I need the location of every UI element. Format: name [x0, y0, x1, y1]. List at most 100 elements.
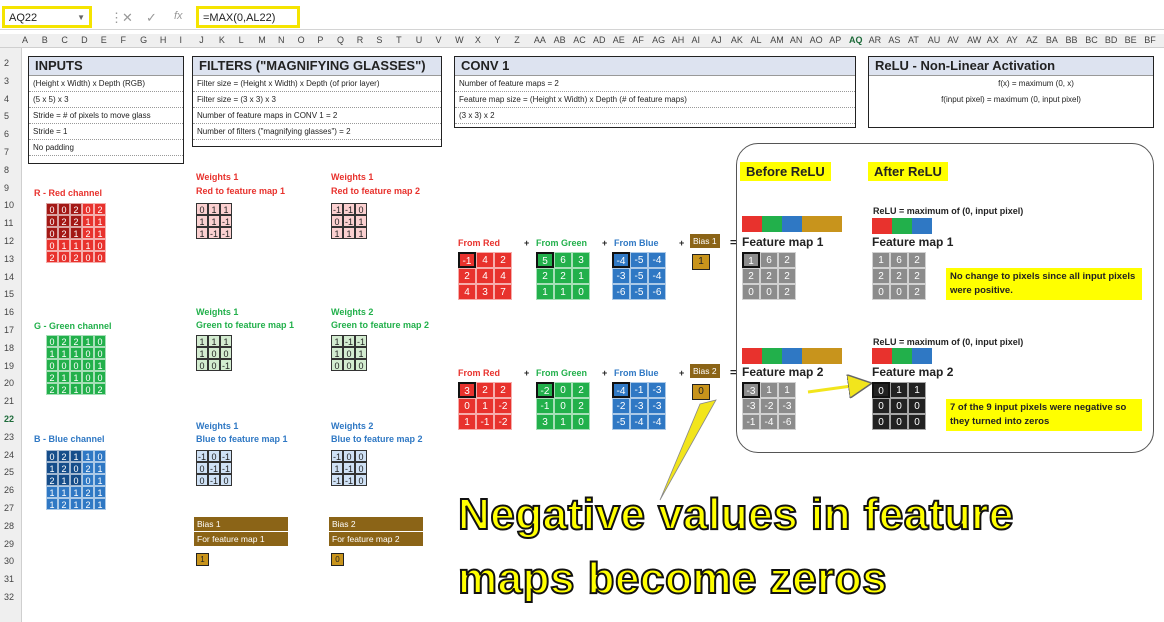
grid-cell[interactable]: -1 — [208, 462, 220, 474]
grid-cell[interactable]: 0 — [343, 347, 355, 359]
grid-cell[interactable]: 2 — [742, 268, 760, 284]
column-header-cell[interactable]: AE — [612, 35, 625, 45]
grid-cell[interactable]: 0 — [572, 414, 590, 430]
row-header-cell[interactable]: 31 — [4, 574, 15, 585]
column-header-cell[interactable]: AG — [652, 35, 666, 45]
row-header-cell[interactable]: 16 — [4, 307, 15, 318]
column-header-cell[interactable]: W — [455, 35, 464, 45]
grid-cell[interactable]: 0 — [46, 215, 58, 227]
grid-cell[interactable]: 2 — [94, 383, 106, 395]
grid-cell[interactable]: -4 — [630, 414, 648, 430]
grid-cell[interactable]: 1 — [70, 498, 82, 510]
grid-cell[interactable]: 1 — [196, 335, 208, 347]
grid-cell[interactable]: 1 — [70, 371, 82, 383]
grid-cell[interactable]: 0 — [331, 359, 343, 371]
grid-cell[interactable]: 1 — [82, 450, 94, 462]
grid-cell[interactable]: 0 — [872, 414, 890, 430]
column-header-cell[interactable]: F — [120, 35, 126, 45]
grid-cell[interactable]: 2 — [778, 284, 796, 300]
column-header-cell[interactable]: BE — [1124, 35, 1137, 45]
grid-cell[interactable]: 2 — [58, 498, 70, 510]
column-header-cell[interactable]: U — [415, 35, 423, 45]
column-header-cell[interactable]: AF — [632, 35, 644, 45]
grid-cell[interactable]: -1 — [196, 450, 208, 462]
grid-cell[interactable]: 2 — [572, 398, 590, 414]
column-header-cell[interactable]: AY — [1006, 35, 1018, 45]
row-header-cell[interactable]: 3 — [4, 75, 10, 86]
grid-cell[interactable]: 2 — [890, 268, 908, 284]
column-header-cell[interactable]: AD — [593, 35, 606, 45]
grid-cell[interactable]: -1 — [476, 414, 494, 430]
grid-cell[interactable]: 1 — [58, 486, 70, 498]
grid-cell[interactable]: 2 — [778, 252, 796, 268]
row-header-cell[interactable]: 5 — [4, 111, 10, 122]
column-header-cell[interactable]: H — [159, 35, 167, 45]
grid-cell[interactable]: -1 — [536, 398, 554, 414]
grid-cell[interactable]: 0 — [554, 382, 572, 398]
grid-cell[interactable]: 1 — [331, 335, 343, 347]
grid-cell[interactable]: 1 — [94, 227, 106, 239]
grid-cell[interactable]: -4 — [648, 268, 666, 284]
grid-cell[interactable]: 3 — [458, 382, 476, 398]
grid-cell[interactable]: -5 — [630, 268, 648, 284]
grid-cell[interactable]: -2 — [536, 382, 554, 398]
column-header-cell[interactable]: R — [356, 35, 364, 45]
column-header-cell[interactable]: S — [376, 35, 383, 45]
grid-cell[interactable]: -5 — [630, 284, 648, 300]
grid-cell[interactable]: 0 — [94, 335, 106, 347]
grid-cell[interactable]: 2 — [760, 268, 778, 284]
grid-cell[interactable]: 2 — [70, 251, 82, 263]
column-header-cell[interactable]: AO — [809, 35, 823, 45]
grid-cell[interactable]: 1 — [208, 335, 220, 347]
grid-cell[interactable]: -2 — [760, 398, 778, 414]
grid-cell[interactable]: 0 — [458, 398, 476, 414]
column-header-cell[interactable]: AK — [730, 35, 743, 45]
grid-cell[interactable]: 1 — [82, 239, 94, 251]
column-header-cell[interactable]: G — [140, 35, 148, 45]
grid-cell[interactable]: 6 — [890, 252, 908, 268]
column-header-cell[interactable]: AJ — [711, 35, 722, 45]
grid-cell[interactable]: 2 — [572, 382, 590, 398]
column-header-cell[interactable]: K — [218, 35, 225, 45]
grid-cell[interactable]: 1 — [536, 284, 554, 300]
grid-cell[interactable]: 1 — [58, 371, 70, 383]
column-header-cell[interactable]: AH — [671, 35, 685, 45]
grid-cell[interactable]: 1 — [220, 335, 232, 347]
column-header-cell[interactable]: BD — [1104, 35, 1118, 45]
grid-cell[interactable]: 0 — [343, 359, 355, 371]
grid-cell[interactable]: 0 — [355, 359, 367, 371]
grid-cell[interactable]: 1 — [872, 252, 890, 268]
grid-cell[interactable]: 0 — [890, 414, 908, 430]
grid-cell[interactable]: -1 — [343, 462, 355, 474]
grid-cell[interactable]: 0 — [58, 359, 70, 371]
grid-cell[interactable]: 2 — [58, 227, 70, 239]
grid-cell[interactable]: 2 — [70, 215, 82, 227]
grid-cell[interactable]: -4 — [648, 252, 666, 268]
grid-cell[interactable]: 0 — [70, 359, 82, 371]
grid-cell[interactable]: 1 — [331, 347, 343, 359]
grid-cell[interactable]: -1 — [220, 450, 232, 462]
grid-cell[interactable]: 0 — [46, 239, 58, 251]
grid-cell[interactable]: 0 — [872, 284, 890, 300]
grid-cell[interactable]: 2 — [58, 215, 70, 227]
grid-cell[interactable]: 2 — [908, 268, 926, 284]
grid-cell[interactable]: 1 — [554, 414, 572, 430]
grid-cell[interactable]: -1 — [208, 227, 220, 239]
grid-cell[interactable]: 0 — [82, 347, 94, 359]
grid-cell[interactable]: 1 — [70, 383, 82, 395]
grid-cell[interactable]: 1 — [58, 474, 70, 486]
row-header-cell[interactable]: 12 — [4, 236, 15, 246]
cancel-icon[interactable]: ✕ — [122, 10, 133, 25]
row-header-cell[interactable]: 11 — [4, 218, 14, 229]
column-header-cell[interactable]: B — [41, 35, 48, 45]
grid-cell[interactable]: -1 — [331, 203, 343, 215]
grid-cell[interactable]: 0 — [196, 474, 208, 486]
column-header-cell[interactable]: AZ — [1026, 35, 1038, 45]
row-header-cell[interactable]: 24 — [4, 449, 15, 460]
grid-cell[interactable]: 1 — [355, 347, 367, 359]
column-header-cell[interactable]: X — [474, 35, 481, 45]
column-header-cell[interactable]: AW — [967, 35, 982, 45]
grid-cell[interactable]: 2 — [70, 335, 82, 347]
column-header-cell[interactable]: AQ — [848, 35, 863, 45]
grid-cell[interactable]: 2 — [554, 268, 572, 284]
